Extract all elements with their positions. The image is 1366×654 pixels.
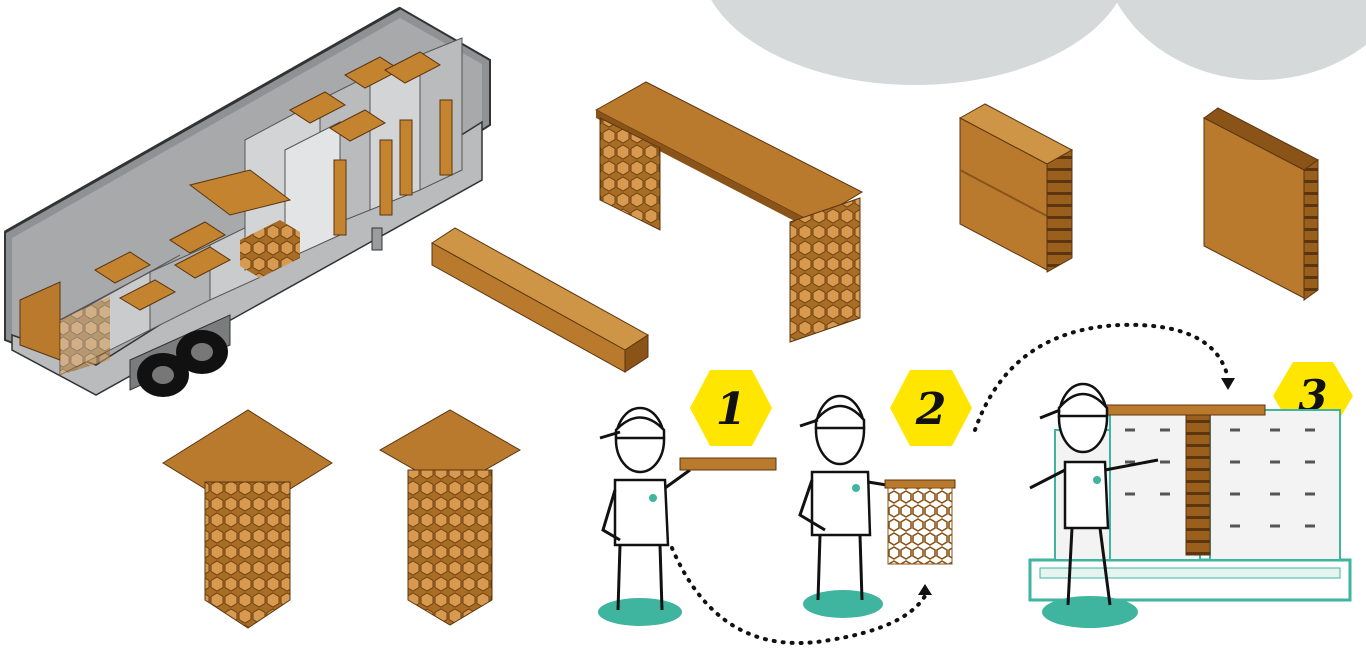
step-number-1: 1 <box>716 384 747 435</box>
step-number-2: 2 <box>915 384 947 435</box>
honeycomb-column-right <box>378 409 522 626</box>
background-clouds <box>711 0 1366 85</box>
step-badge-1: 1 <box>690 370 772 446</box>
honeycomb-bridge <box>594 81 864 343</box>
honeycomb-panel-left <box>958 103 1074 273</box>
step-badge-2: 2 <box>890 370 972 446</box>
honeycomb-panel-right <box>1203 107 1319 301</box>
cardboard-beam <box>431 227 649 373</box>
worker-icon <box>1029 382 1159 628</box>
dotted-arrow-icon <box>670 322 1230 645</box>
worker-icon <box>598 406 777 626</box>
cargo-stack <box>19 37 463 376</box>
honeycomb-column-left <box>162 409 333 629</box>
arrowhead-icon <box>918 378 1235 595</box>
worker-icon <box>798 394 956 618</box>
trailer-icon <box>4 6 491 397</box>
trailer-wheels <box>129 227 383 397</box>
